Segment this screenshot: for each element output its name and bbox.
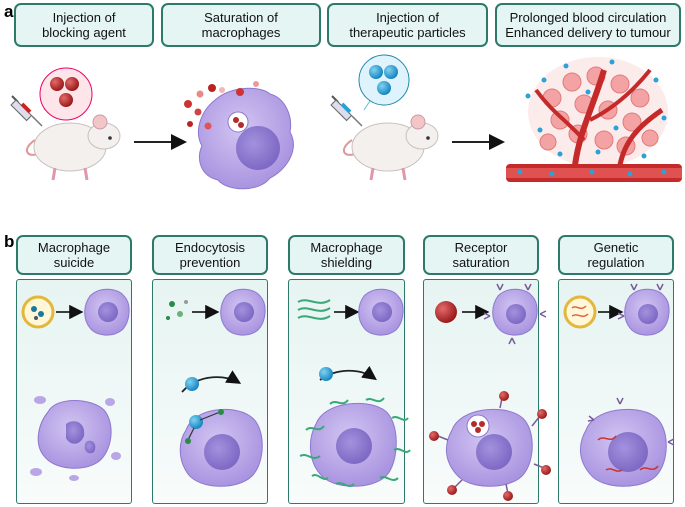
free-blocking-particles [184, 81, 259, 130]
shielded-macrophage [299, 397, 411, 487]
column-header-endocytosis-prevention: Endocytosis prevention [152, 235, 268, 275]
tumour-vessel-illustration [506, 57, 682, 182]
step-box-prolonged-circulation: Prolonged blood circulation Enhanced del… [495, 3, 681, 47]
small-particles [166, 300, 188, 320]
macrophage-genetic-regulated [580, 397, 675, 487]
mouse-illustration-1 [25, 114, 121, 181]
blocking-agent-bubble [39, 67, 93, 121]
receptor-blocker [435, 301, 457, 323]
column-header-receptor-saturation: Receptor saturation [423, 235, 539, 275]
panel-b-label: b [4, 232, 15, 251]
macrophage-small-1 [84, 288, 130, 336]
polymer-strands [297, 299, 331, 320]
macrophage-small-4 [483, 283, 547, 345]
mouse-illustration-2 [342, 114, 439, 181]
therapeutic-particle-bubble [358, 54, 410, 111]
macrophage-small-2 [220, 288, 266, 336]
macrophage-large-2 [179, 408, 263, 487]
saturated-macrophage [198, 87, 294, 190]
step-box-injection-blocking: Injection of blocking agent [14, 3, 154, 47]
step-box-injection-therapeutic: Injection of therapeutic particles [327, 3, 488, 47]
macrophage-receptors-saturated [429, 391, 551, 501]
suicide-liposome [21, 295, 55, 329]
macrophage-small-5 [617, 283, 670, 336]
panel-a-label: a [4, 2, 14, 21]
syringe-icon-2 [330, 95, 363, 127]
genetic-liposome [563, 295, 597, 329]
therapeutic-particle-shielding [319, 367, 333, 381]
step-box-saturation: Saturation of macrophages [161, 3, 321, 47]
column-header-macrophage-shielding: Macrophage shielding [288, 235, 405, 275]
syringe-icon-1 [10, 95, 43, 127]
therapeutic-particle-endocytosis [185, 377, 199, 391]
fragmented-macrophage [30, 396, 121, 481]
macrophage-small-3 [358, 288, 404, 336]
column-header-macrophage-suicide: Macrophage suicide [16, 235, 132, 275]
column-header-genetic-regulation: Genetic regulation [558, 235, 674, 275]
